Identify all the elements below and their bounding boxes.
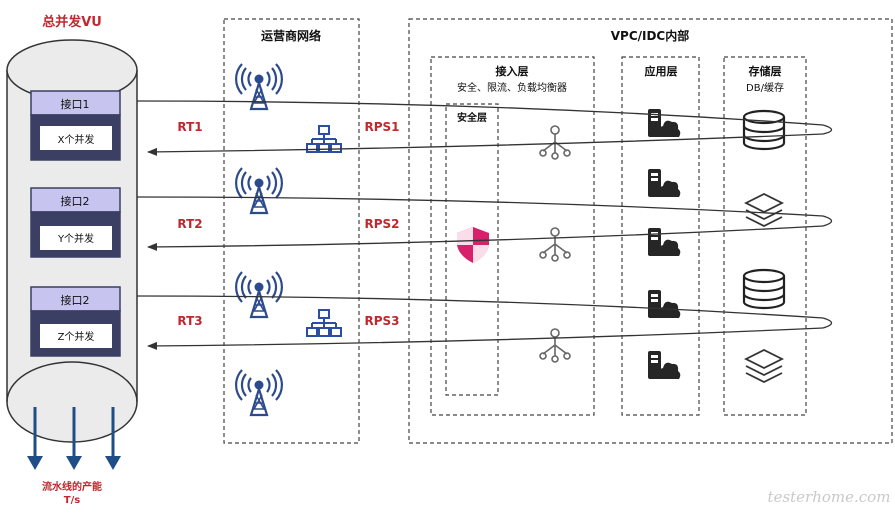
storage-layer-subtitle: DB/缓存 bbox=[746, 81, 784, 94]
access-layer-label: 接入层 bbox=[496, 64, 529, 78]
interface-concurrency: Z个并发 bbox=[58, 330, 95, 343]
interface-concurrency: X个并发 bbox=[58, 133, 95, 146]
app-server-icon bbox=[648, 351, 681, 379]
rt-label: RT1 bbox=[177, 120, 202, 134]
antenna-tower-icon bbox=[234, 270, 284, 319]
rps-label: RPS2 bbox=[364, 217, 399, 231]
total-vu-title: 总并发VU bbox=[42, 14, 102, 30]
security-layer-label: 安全层 bbox=[457, 111, 487, 124]
down-arrow-icon bbox=[66, 407, 82, 470]
interface-box-1: 接口1 X个并发 bbox=[30, 90, 121, 161]
security-layer-panel bbox=[445, 103, 499, 396]
rt-label: RT2 bbox=[177, 217, 202, 231]
interface-name: 接口1 bbox=[61, 98, 90, 111]
network-hierarchy-icon bbox=[306, 125, 342, 153]
interface-box-3: 接口2 Z个并发 bbox=[30, 286, 121, 357]
load-balancer-icon bbox=[539, 227, 571, 262]
request-loop-1 bbox=[136, 100, 833, 156]
load-balancer-icon bbox=[539, 328, 571, 363]
interface-concurrency: Y个并发 bbox=[57, 232, 94, 245]
pipeline-label: 流水线的产能 bbox=[42, 480, 102, 493]
request-loop-3 bbox=[136, 295, 833, 350]
antenna-tower-icon bbox=[234, 368, 284, 417]
app-server-icon bbox=[648, 109, 681, 137]
vpc-panel bbox=[408, 18, 893, 444]
app-server-icon bbox=[648, 290, 681, 318]
cache-layers-icon bbox=[745, 349, 783, 383]
rps-label: RPS1 bbox=[364, 120, 399, 134]
operator-network-label: 运营商网络 bbox=[261, 28, 321, 43]
shield-icon bbox=[457, 227, 489, 263]
interface-name: 接口2 bbox=[61, 195, 90, 208]
rt-label: RT3 bbox=[177, 314, 202, 328]
storage-layer-panel bbox=[723, 56, 807, 416]
interface-name: 接口2 bbox=[61, 294, 90, 307]
operator-network-panel bbox=[223, 18, 360, 444]
interface-box-2: 接口2 Y个并发 bbox=[30, 187, 121, 258]
database-icon bbox=[742, 268, 786, 310]
load-balancer-icon bbox=[539, 125, 571, 160]
app-server-icon bbox=[648, 169, 681, 197]
app-server-icon bbox=[648, 228, 681, 256]
vpc-label: VPC/IDC内部 bbox=[611, 28, 690, 43]
antenna-tower-icon bbox=[234, 166, 284, 215]
app-layer-label: 应用层 bbox=[645, 64, 678, 78]
rps-label: RPS3 bbox=[364, 314, 399, 328]
down-arrow-icon bbox=[105, 407, 121, 470]
pipeline-unit: T/s bbox=[64, 495, 80, 506]
request-loop-2 bbox=[136, 196, 833, 251]
watermark: testerhome.com bbox=[768, 488, 891, 506]
down-arrow-icon bbox=[27, 407, 43, 470]
storage-layer-label: 存储层 bbox=[749, 64, 782, 78]
access-layer-subtitle: 安全、限流、负载均衡器 bbox=[457, 81, 567, 94]
database-icon bbox=[742, 109, 786, 151]
network-hierarchy-icon bbox=[306, 309, 342, 337]
app-layer-panel bbox=[621, 56, 700, 416]
cache-layers-icon bbox=[745, 193, 783, 227]
access-layer-panel bbox=[430, 56, 595, 416]
